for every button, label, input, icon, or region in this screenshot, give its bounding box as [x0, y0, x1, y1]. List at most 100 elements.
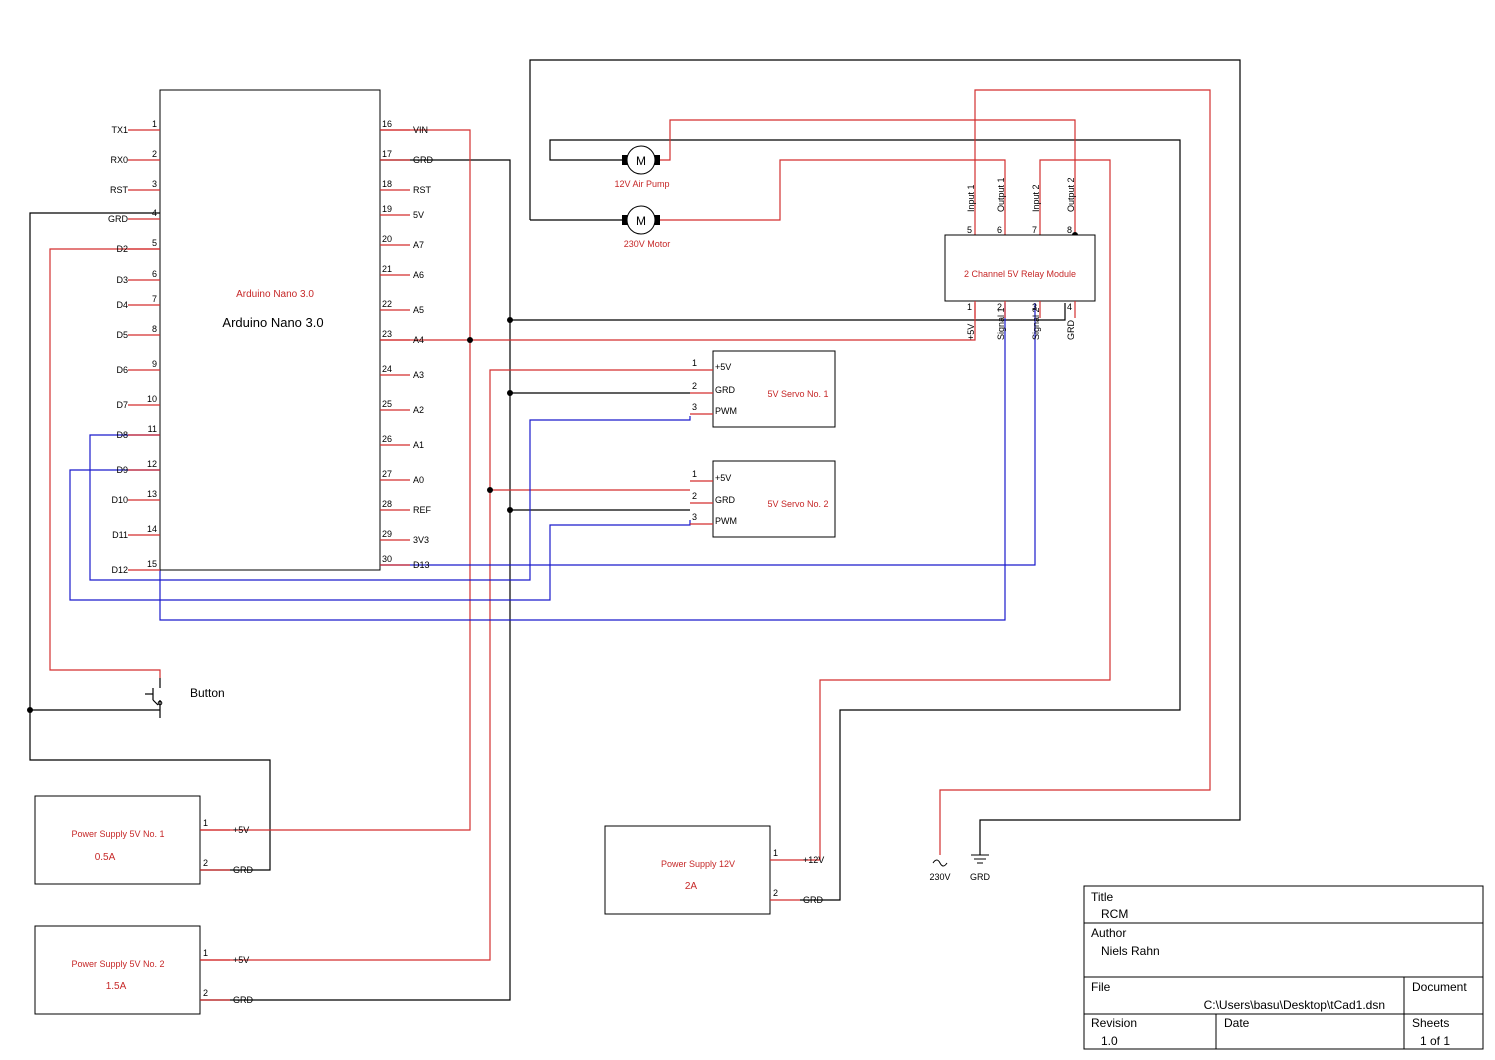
pin-label: D8: [116, 430, 128, 440]
pin-label: REF: [413, 505, 432, 515]
pin-number: 1: [773, 848, 778, 858]
arduino-left-pins: 1TX12RX03RST4GRD5D26D37D48D59D610D711D81…: [108, 119, 160, 575]
pin-number: 16: [382, 119, 392, 129]
wire-servo2-pwm: [69, 469, 691, 601]
wire-button-ground: [29, 212, 271, 871]
pin-number: 15: [147, 559, 157, 569]
file-value: C:\Users\basu\Desktop\tCad1.dsn: [1204, 998, 1385, 1012]
pin-number: 11: [148, 424, 157, 434]
pin-number: 20: [382, 234, 392, 244]
pin-number: 8: [152, 324, 157, 334]
pin-label: GRD: [108, 214, 129, 224]
pin-label: PWM: [715, 516, 737, 526]
psu1-name: Power Supply 5V No. 1: [71, 829, 164, 839]
pin-label: A1: [413, 440, 424, 450]
pin-label: TX1: [111, 125, 128, 135]
pin-number: 2: [692, 491, 697, 501]
pin-number: 7: [152, 294, 157, 304]
author-label: Author: [1091, 926, 1126, 940]
wire-12v-ground: [549, 139, 1181, 901]
servo2-name: 5V Servo No. 2: [767, 499, 828, 509]
servo1-name: 5V Servo No. 1: [767, 389, 828, 399]
pin-number: 2: [997, 302, 1002, 312]
pin-number: 1: [967, 302, 972, 312]
pin-label: Input 2: [1031, 184, 1041, 212]
pin-label: 5V: [413, 210, 424, 220]
pin-number: 1: [203, 818, 208, 828]
pin-label: RX0: [110, 155, 128, 165]
pin-number: 4: [152, 208, 157, 218]
motor-230v: M 230V Motor: [622, 205, 670, 249]
sheets-value: 1 of 1: [1420, 1034, 1450, 1048]
wire-relay-5v: [380, 303, 976, 341]
wire-vin: [200, 129, 471, 831]
pin-label: A5: [413, 305, 424, 315]
pin-number: 25: [382, 399, 392, 409]
pin-number: 5: [967, 225, 972, 235]
pin-label: +5V: [715, 362, 731, 372]
mains-230v: 230V: [929, 859, 951, 882]
pin-label: Output 1: [996, 177, 1006, 212]
psu2-rating: 1.5A: [106, 981, 127, 992]
junction-dot: [467, 337, 473, 343]
revision-value: 1.0: [1101, 1034, 1118, 1048]
arduino-body: [159, 89, 381, 571]
wire-relay-signal2: [380, 303, 1036, 566]
pin-number: 10: [147, 394, 157, 404]
pin-number: 9: [152, 359, 157, 369]
pin-number: 1: [203, 948, 208, 958]
pin-label: +12V: [803, 855, 824, 865]
pin-label: 3V3: [413, 535, 429, 545]
pin-number: 29: [382, 529, 392, 539]
pin-number: 2: [203, 988, 208, 998]
arduino-nano: Arduino Nano 3.0 Arduino Nano 3.0 1TX12R…: [108, 89, 434, 575]
psu2-name: Power Supply 5V No. 2: [71, 959, 164, 969]
pin-number: 4: [1067, 302, 1072, 312]
pin-number: 3: [1032, 302, 1037, 312]
pin-number: 1: [152, 119, 157, 129]
pin-number: 28: [382, 499, 392, 509]
pin-number: 21: [382, 264, 392, 274]
pin-label: Signal 2: [1031, 307, 1041, 340]
pin-number: 2: [152, 149, 157, 159]
date-label: Date: [1224, 1016, 1250, 1030]
junction-dot: [507, 317, 513, 323]
revision-label: Revision: [1091, 1016, 1137, 1030]
pin-number: 7: [1032, 225, 1037, 235]
pump-label: 12V Air Pump: [614, 179, 669, 189]
pin-number: 1: [692, 469, 697, 479]
pin-label: A3: [413, 370, 424, 380]
document-label: Document: [1412, 980, 1467, 994]
pin-number: 13: [147, 489, 157, 499]
pin-label: A6: [413, 270, 424, 280]
pin-number: 12: [147, 459, 157, 469]
pin-number: 17: [382, 149, 392, 159]
psu1-rating: 0.5A: [95, 852, 116, 863]
pin-label: D9: [116, 465, 128, 475]
wire-servo-5v: [200, 369, 690, 961]
mains-ac-label: 230V: [929, 872, 950, 882]
pin-label: Input 1: [966, 184, 976, 212]
junction-dot: [507, 507, 513, 513]
motor-symbol: M: [636, 214, 646, 228]
title-block: Title RCM Author Niels Rahn File C:\User…: [1083, 885, 1484, 1050]
psu12-name: Power Supply 12V: [661, 859, 735, 869]
pin-label: GRD: [413, 155, 434, 165]
title-label: Title: [1091, 890, 1114, 904]
pin-label: D10: [111, 495, 128, 505]
pin-label: VIN: [413, 125, 428, 135]
mains-gnd-label: GRD: [970, 872, 991, 882]
pin-label: D7: [116, 400, 128, 410]
pin-label: +5V: [715, 473, 731, 483]
pin-number: 30: [382, 554, 392, 564]
wire-button-signal: [49, 248, 161, 678]
title-value: RCM: [1101, 907, 1128, 921]
pin-label: A2: [413, 405, 424, 415]
mains-ground: GRD: [970, 854, 991, 882]
wire-mains-ground: [529, 59, 1241, 855]
pin-number: 6: [997, 225, 1002, 235]
arduino-right-pins: 16VIN17GRD18RST195V20A721A622A523A424A32…: [380, 119, 434, 570]
pin-number: 6: [152, 269, 157, 279]
pin-number: 3: [692, 512, 697, 522]
